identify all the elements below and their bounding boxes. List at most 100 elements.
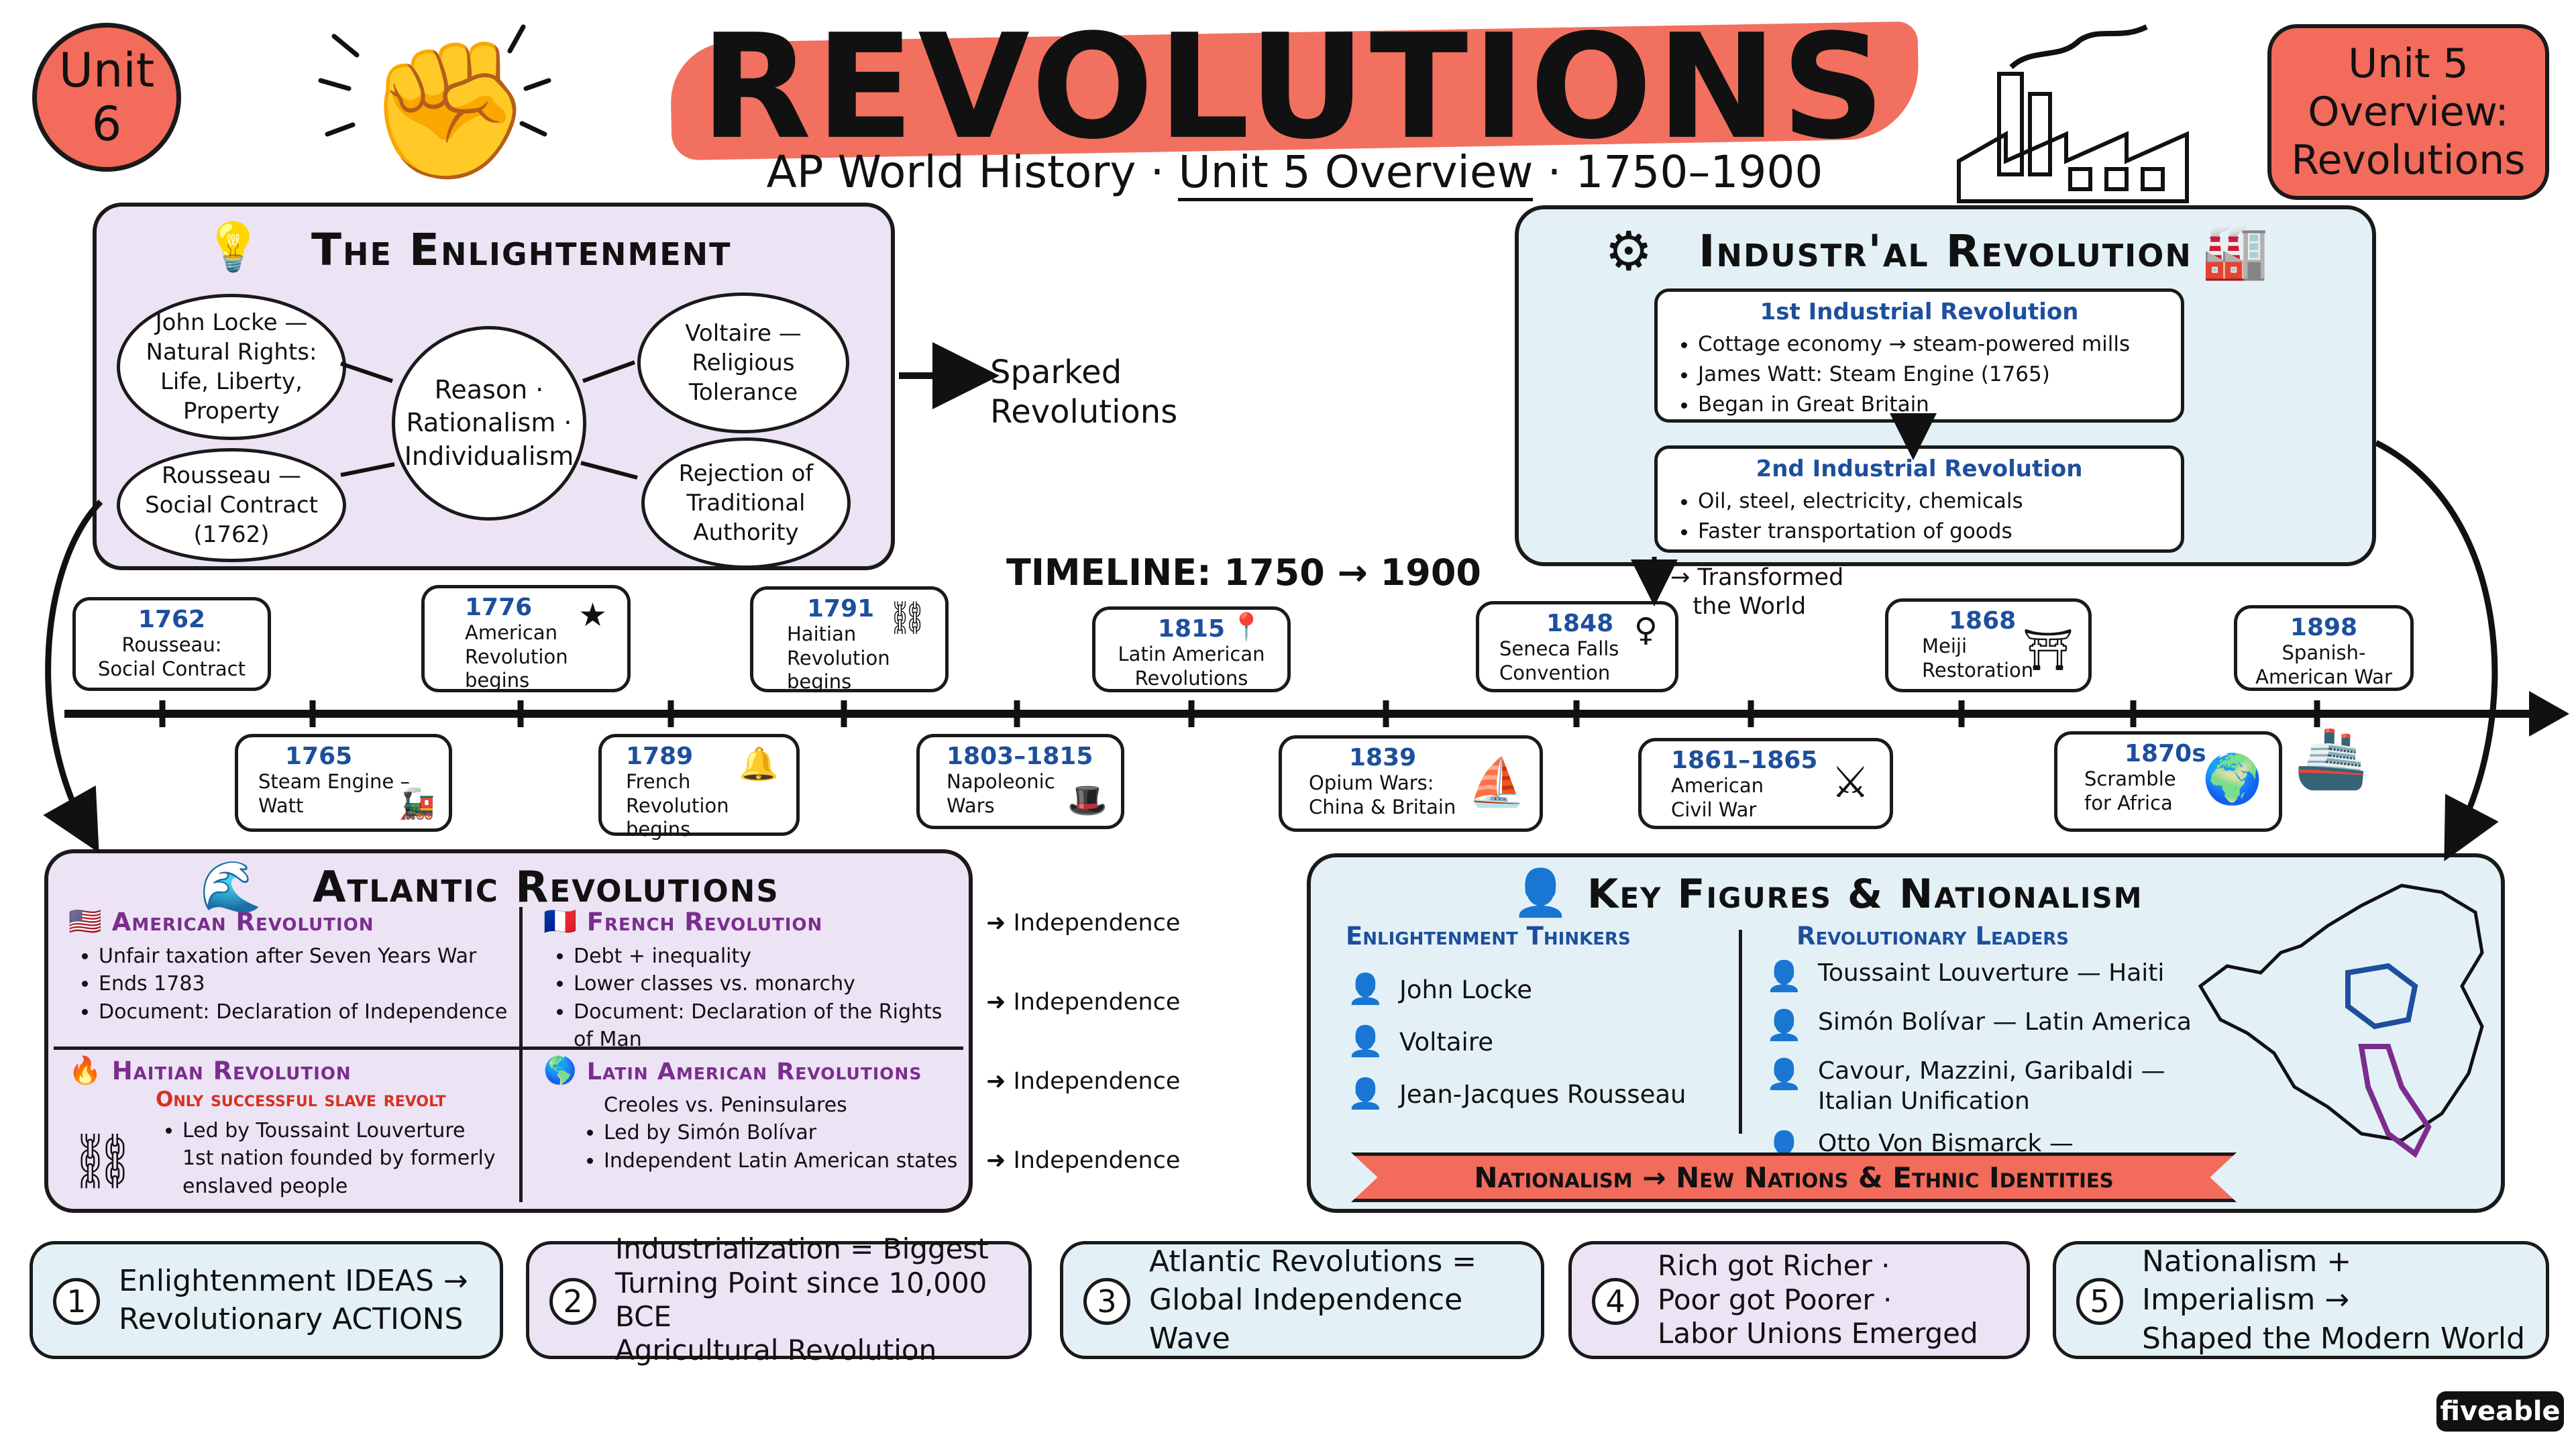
portrait-icon: 👤: [1766, 959, 1803, 994]
timeline-arrowhead: [2529, 691, 2569, 737]
crossed-swords-icon: ⚔: [1831, 758, 1870, 808]
timeline-event: 1803–1815 Napoleonic Wars 🎩: [916, 734, 1124, 829]
second-industrial-item: Faster transportation of goods: [1698, 517, 2181, 547]
event-year: 1861–1865: [1671, 747, 1818, 774]
timeline-event: 1839 Opium Wars: China & Britain ⛵: [1279, 735, 1543, 832]
first-industrial-title: 1st Industrial Revolution: [1760, 299, 2079, 325]
takeaway-card: 3 Atlantic Revolutions = Global Independ…: [1060, 1241, 1544, 1359]
first-industrial-list: Cottage economy → steam-powered mills Ja…: [1658, 329, 2181, 420]
takeaway-text: Rich got Richer · Poor got Poorer · Labo…: [1658, 1249, 1978, 1350]
leader-name: Simón Bolívar — Latin America: [1818, 1008, 2192, 1036]
takeaway-card: 5 Nationalism + Imperialism → Shaped the…: [2053, 1241, 2549, 1359]
leader-name: Cavour, Mazzini, Garibaldi — Italian Uni…: [1818, 1057, 2165, 1115]
portrait-icon: 👤: [1766, 1057, 1803, 1091]
thinker-name: Jean-Jacques Rousseau: [1399, 1079, 1686, 1109]
haitian-revolution-title: Haitian Revolution: [111, 1057, 352, 1085]
independence-text: Independence: [1013, 910, 1181, 936]
second-industrial-box: 2nd Industrial Revolution Oil, steel, el…: [1654, 445, 2184, 553]
rousseau-node: Rousseau — Social Contract (1762): [117, 448, 346, 562]
locke-node: John Locke — Natural Rights: Life, Liber…: [117, 294, 346, 440]
leader-item: 👤 Simón Bolívar — Latin America: [1766, 1007, 2192, 1044]
latin-item: Led by Simón Bolívar: [604, 1119, 966, 1146]
location-pin-icon: 📍: [1230, 612, 1263, 643]
event-label: Scramble for Africa: [2084, 767, 2176, 814]
portrait-icon: 👤: [1766, 1008, 1803, 1042]
event-year: 1815: [1157, 615, 1226, 643]
takeaway-number: 3: [1083, 1278, 1130, 1325]
french-revolution-section: 🇫🇷 French Revolution Debt + inequality L…: [543, 906, 966, 1054]
american-revolution-title: American Revolution: [111, 908, 374, 936]
subtitle-mid: Unit 5 Overview: [1178, 146, 1534, 201]
rejection-node: Rejection of Traditional Authority: [641, 437, 851, 569]
atlantic-title: Atlantic Revolutions: [313, 863, 780, 912]
steamship-icon: 🚢: [2294, 723, 2368, 792]
leader-item: 👤 Toussaint Louverture — Haiti: [1766, 958, 2192, 995]
haitian-note: Only successful slave revolt: [156, 1087, 446, 1112]
event-year: 1898: [2290, 614, 2358, 641]
event-year: 1870s: [2125, 740, 2206, 767]
haitian-item: Led by Toussaint Louverture: [182, 1117, 518, 1144]
independence-text: Independence: [1013, 1147, 1181, 1174]
event-year: 1848: [1546, 610, 1614, 637]
french-item: Document: Declaration of the Rights of M…: [574, 998, 966, 1054]
takeaway-number: 5: [2076, 1278, 2123, 1325]
latin-revolution-title: Latin American Revolutions: [586, 1059, 922, 1085]
timeline-event: 1791 Haitian Revolution begins ⛓: [750, 586, 949, 694]
steam-engine-icon: 🚂: [398, 787, 435, 821]
thinker-item: 👤Jean-Jacques Rousseau: [1347, 1068, 1686, 1120]
broken-chain-icon: ⛓: [68, 1130, 137, 1192]
event-year: 1789: [626, 743, 694, 770]
leader-name: Toussaint Louverture — Haiti: [1818, 959, 2165, 987]
independence-label: ➜ Independence: [986, 989, 1180, 1016]
independence-label: ➜ Independence: [986, 1068, 1180, 1095]
portrait-icon: 👤: [1347, 1024, 1384, 1059]
takeaway-card: 1 Enlightenment IDEAS → Revolutionary AC…: [30, 1241, 503, 1359]
american-revolution-section: 🇺🇸 American Revolution Unfair taxation a…: [68, 906, 518, 1026]
atlantic-horizontal-divider: [54, 1046, 963, 1050]
voltaire-node: Voltaire — Religious Tolerance: [637, 292, 849, 433]
independence-label: ➜ Independence: [986, 1147, 1180, 1174]
raised-fist-icon: ✊: [366, 32, 533, 189]
gear-icon: ⚙: [1605, 220, 1653, 282]
arrow-right-icon: ➜: [986, 989, 1014, 1016]
wave-icon: 🌊: [200, 858, 262, 916]
leaders-title: Revolutionary Leaders: [1796, 922, 2070, 951]
thinker-name: John Locke: [1399, 975, 1533, 1004]
sparked-revolutions-label: Sparked Revolutions: [990, 354, 1178, 431]
key-figures-title: Key Figures & Nationalism: [1587, 871, 2143, 918]
latin-item: Creoles vs. Peninsulares: [604, 1093, 847, 1117]
timeline-event: 1868 Meiji Restoration ⛩: [1885, 598, 2092, 692]
leader-item: 👤 Cavour, Mazzini, Garibaldi — Italian Un…: [1766, 1056, 2192, 1116]
thinker-item: 👤John Locke: [1347, 963, 1686, 1016]
latin-revolution-section: 🌎 Latin American Revolutions Creoles vs.…: [543, 1055, 966, 1175]
industrial-title: Industr'al Revolution: [1699, 225, 2192, 277]
africa-map-icon: 🌍: [2202, 751, 2263, 807]
takeaway-number: 4: [1592, 1278, 1639, 1325]
event-label: Haitian Revolution begins: [787, 623, 890, 694]
key-figures-panel: 👤 Key Figures & Nationalism Enlightenmen…: [1307, 853, 2505, 1213]
independence-label: ➜ Independence: [986, 910, 1180, 936]
arrow-right-icon: ➜: [986, 1068, 1014, 1095]
first-industrial-item: Began in Great Britain: [1698, 390, 2181, 420]
independence-text: Independence: [1013, 989, 1181, 1016]
french-revolution-title: French Revolution: [586, 908, 823, 936]
timeline-event: 1789 French Revolution begins 🔔: [598, 734, 800, 841]
takeaway-card: 4 Rich got Richer · Poor got Poorer · La…: [1568, 1241, 2030, 1359]
event-year: 1839: [1349, 744, 1417, 771]
transformed-world-label: → Transformed the World: [1670, 564, 1844, 620]
timeline-event: 1765 Steam Engine – Watt 🚂: [235, 734, 452, 832]
event-year: 1868: [1949, 607, 2017, 635]
us-flag-icon: 🇺🇸: [68, 906, 103, 937]
thinkers-list: 👤John Locke 👤 Voltaire 👤Jean-Jacques Rous…: [1347, 963, 1686, 1120]
torii-gate-icon: ⛩: [2022, 627, 2074, 674]
first-industrial-box: 1st Industrial Revolution Cottage econom…: [1654, 288, 2184, 423]
thinker-name: Voltaire: [1399, 1027, 1493, 1057]
event-label: Opium Wars: China & Britain: [1309, 771, 1456, 818]
takeaway-number: 1: [53, 1278, 100, 1325]
globe-icon: 🌎: [543, 1055, 578, 1086]
timeline-title: TIMELINE: 1750 → 1900: [1006, 551, 1481, 594]
subtitle-right: · 1750–1900: [1547, 146, 1823, 198]
factory-icon: [1945, 40, 2227, 208]
arrow-right-icon: ➜: [986, 910, 1014, 936]
american-item: Document: Declaration of Independence: [99, 998, 518, 1026]
